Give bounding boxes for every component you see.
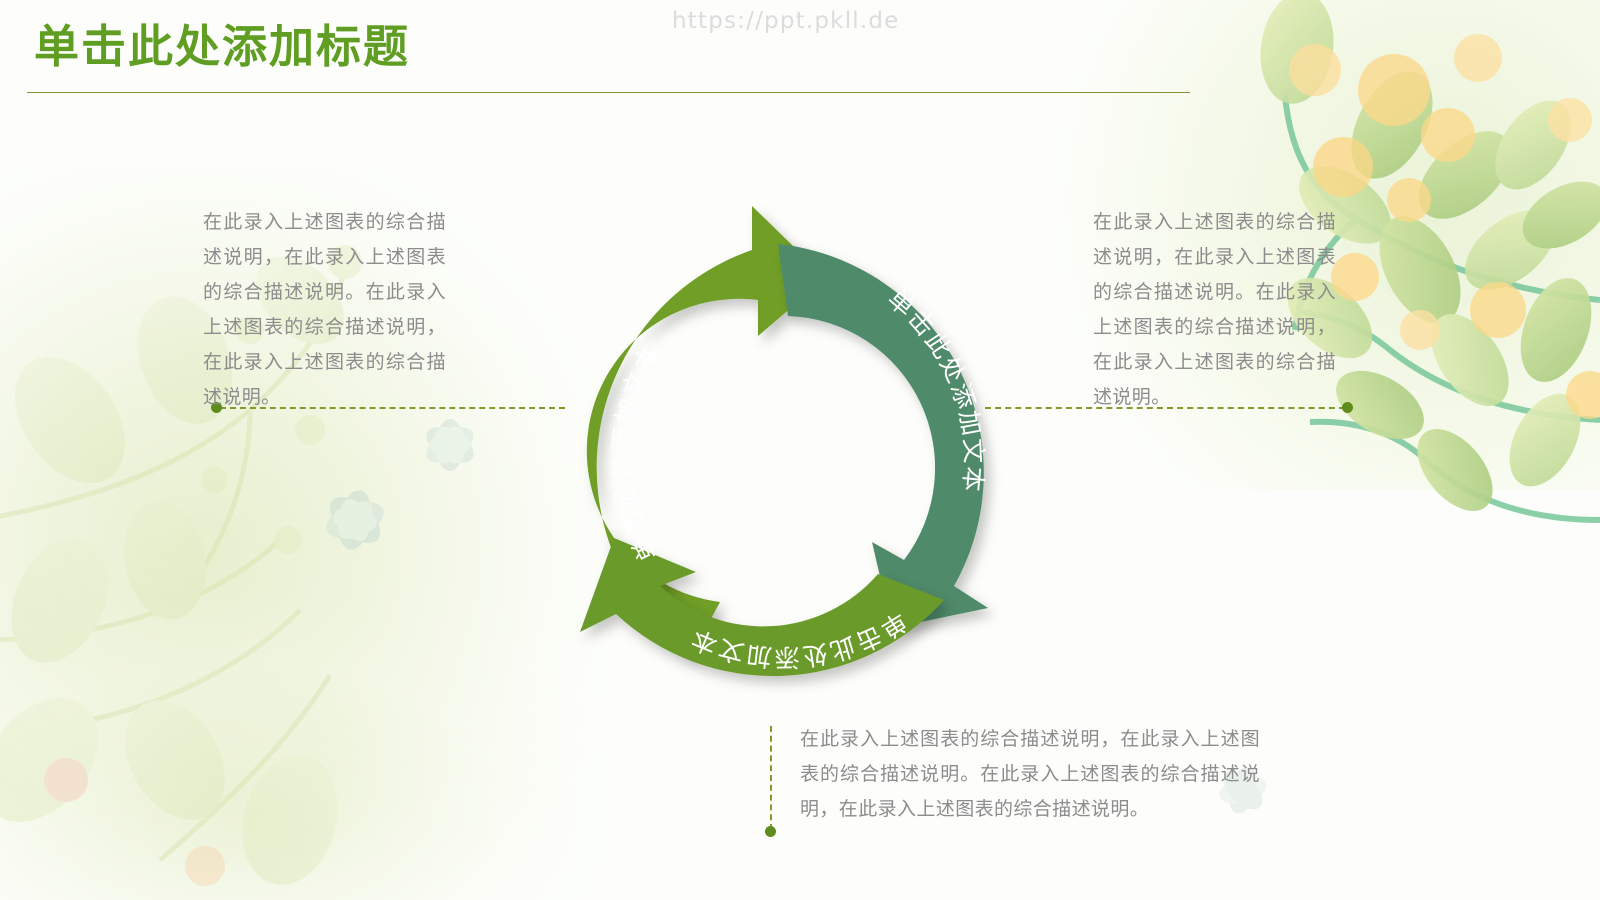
connector-dot-bottom xyxy=(765,826,776,837)
description-text-left: 在此录入上述图表的综合描述说明，在此录入上述图表的综合描述说明。在此录入上述图表… xyxy=(203,211,446,408)
cycle-segment-bottom[interactable] xyxy=(580,538,944,677)
site-watermark: https://ppt.pkll.de xyxy=(672,8,900,34)
title-divider xyxy=(27,92,1190,93)
description-text-right: 在此录入上述图表的综合描述说明，在此录入上述图表的综合描述说明。在此录入上述图表… xyxy=(1093,211,1336,408)
cycle-segment-right[interactable] xyxy=(778,244,988,628)
cycle-diagram: 单击此处添加文本 单击此处添加文本 单击此处添加文本 xyxy=(580,206,988,677)
connector-dot-right xyxy=(1342,402,1353,413)
connector-line-bottom xyxy=(770,726,772,830)
description-text-bottom: 在此录入上述图表的综合描述说明，在此录入上述图表的综合描述说明。在此录入上述图表… xyxy=(800,728,1260,820)
connector-dot-left xyxy=(211,402,222,413)
connector-line-right xyxy=(985,407,1345,409)
connector-line-left xyxy=(220,407,565,409)
cycle-segment-left[interactable] xyxy=(586,206,826,654)
page-title: 单击此处添加标题 xyxy=(34,20,411,73)
